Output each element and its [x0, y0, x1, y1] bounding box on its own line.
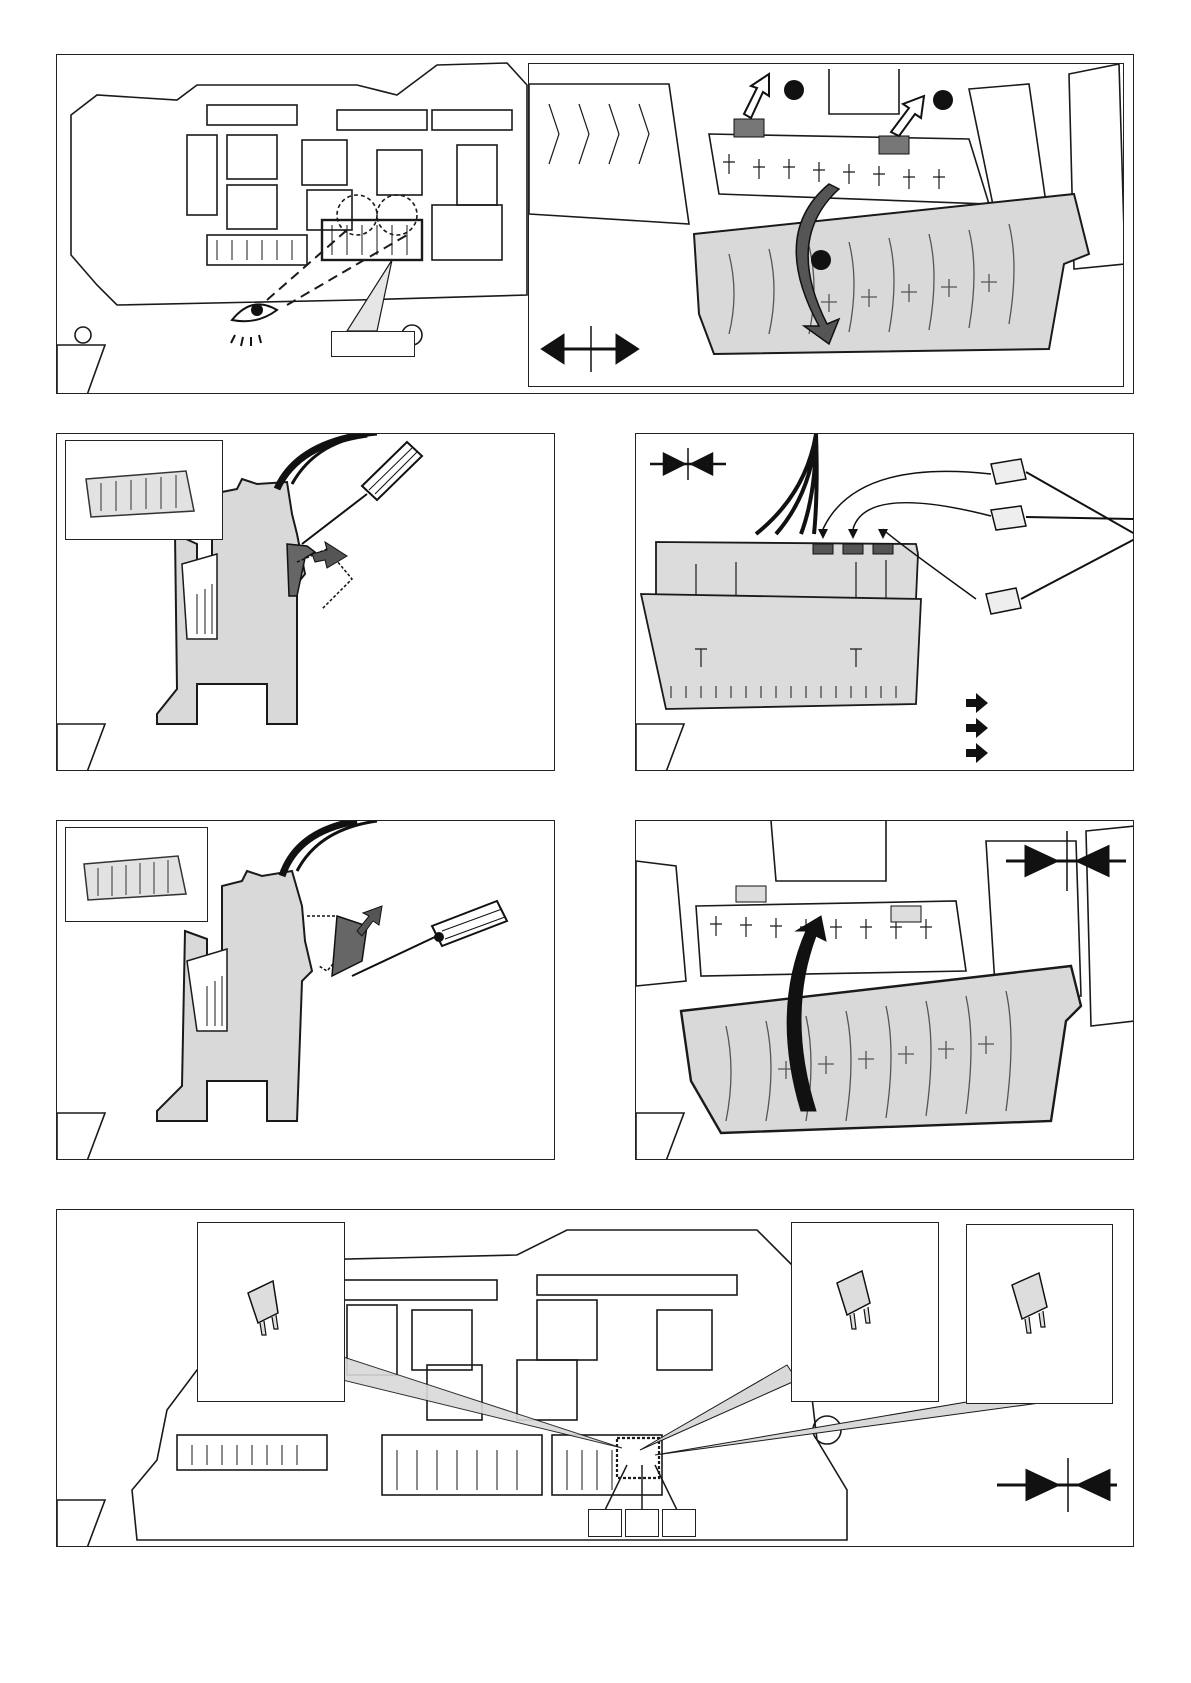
upper-fuse-row: [537, 1275, 737, 1295]
screwdriver-icon: [302, 442, 422, 544]
latch: [287, 544, 315, 596]
fuse-icon: [198, 1223, 346, 1403]
relay: [187, 135, 217, 215]
connector-thumbnail-icon: [66, 441, 224, 541]
corner-tab: [57, 1113, 105, 1160]
corner-tab: [57, 1500, 105, 1547]
terminal-icon: [986, 459, 1026, 614]
lower-fuse-row-right: [432, 205, 502, 260]
release-tab: [891, 906, 921, 922]
wire: [277, 434, 367, 489]
fuse-inset-3: [966, 1224, 1113, 1404]
panel-cover-removal: [528, 63, 1124, 387]
relay: [537, 1300, 597, 1360]
step-dot-2: [933, 90, 953, 110]
connector-thumbnail: [65, 827, 208, 922]
relay: [377, 150, 422, 195]
relay: [517, 1360, 577, 1420]
connect-arrows-icon: [997, 1458, 1117, 1512]
fuse-icon: [967, 1225, 1114, 1405]
fuse-label-box-1: [588, 1509, 622, 1537]
release-tab: [734, 119, 764, 137]
relay: [412, 1310, 472, 1370]
relay: [227, 185, 277, 229]
step-dot-3: [811, 250, 831, 270]
cover-removal-drawing: [529, 64, 1124, 387]
bracket: [771, 821, 886, 881]
connect-arrows-icon: [1006, 831, 1126, 891]
connect-arrows-icon: [650, 448, 726, 480]
corner-tab: [636, 1113, 684, 1160]
connector-thumbnail: [65, 440, 223, 540]
magnifier-circle-icon: [377, 195, 417, 235]
magnifier-circle-icon: [337, 195, 377, 235]
fuse-row-mid: [382, 1435, 542, 1495]
release-tab: [879, 136, 909, 154]
release-arrow-icon: [744, 74, 924, 136]
panel-release-latch-step: [56, 433, 555, 771]
step-dot-1: [784, 80, 804, 100]
legend-arrow: [966, 693, 988, 713]
panel-press-latch-step: [56, 820, 555, 1160]
relay: [227, 135, 277, 179]
fuse-box-outline: [71, 63, 527, 305]
release-tab: [736, 886, 766, 902]
cover-refit-drawing: [636, 821, 1134, 1160]
fuse-inset-2: [791, 1222, 939, 1402]
relay: [457, 145, 497, 205]
wire-bundle: [756, 434, 817, 534]
connector-thumbnail-icon: [66, 828, 209, 923]
cavity-open: [813, 544, 833, 554]
callout-label-box: [331, 331, 415, 357]
panel-cover-refit: [635, 820, 1134, 1160]
connector-wiring-drawing: [636, 434, 1134, 771]
relay: [302, 140, 347, 185]
upper-fuse-row: [207, 105, 512, 130]
press-arrow-icon: [357, 906, 382, 936]
connector-cover: [641, 594, 921, 709]
fuse-label-box-2: [625, 1509, 659, 1537]
legend-arrow: [966, 718, 988, 738]
corner-tab: [636, 724, 684, 771]
bracket: [829, 69, 899, 114]
panel-connector-wiring-step: [635, 433, 1134, 771]
fuse-cover: [694, 194, 1089, 354]
legend-arrow: [966, 743, 988, 763]
corner-tab: [57, 345, 105, 394]
fuse-label-box-3: [662, 1509, 696, 1537]
fuse-icon: [792, 1223, 940, 1403]
eye-icon: [231, 304, 277, 346]
relay: [307, 190, 352, 230]
side-housing: [636, 861, 686, 986]
panel-fuse-locations: [56, 1209, 1134, 1547]
fuse-inset-1: [197, 1222, 345, 1402]
corner-tab: [57, 724, 105, 771]
cavity-open: [843, 544, 863, 554]
cavity-open: [873, 544, 893, 554]
release-arrow-icon: [312, 542, 347, 568]
relay: [657, 1310, 712, 1370]
callout-pointer: [347, 260, 392, 331]
mount-hole: [75, 327, 91, 343]
disconnect-arrows-icon: [543, 326, 637, 372]
panel-fuse-box-overview: [56, 54, 1134, 394]
legend-arrows: [966, 693, 988, 763]
fuse-cover: [681, 966, 1081, 1133]
